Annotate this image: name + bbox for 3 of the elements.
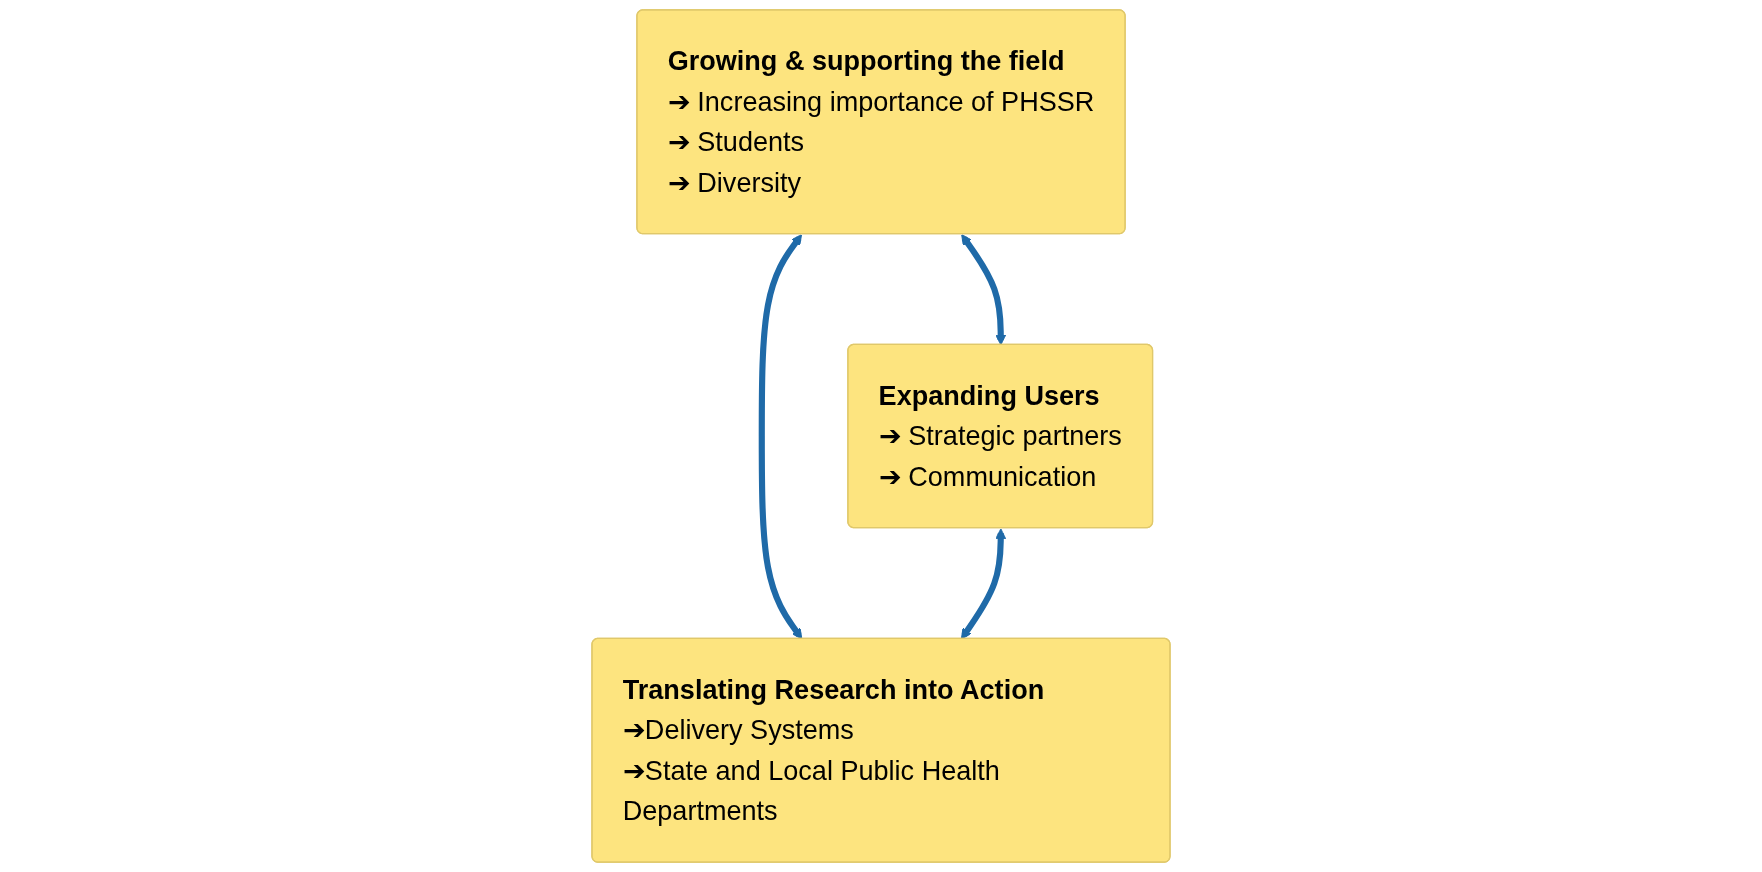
arrow xyxy=(758,234,803,640)
arrow xyxy=(961,234,1007,346)
arrow xyxy=(960,528,1007,640)
